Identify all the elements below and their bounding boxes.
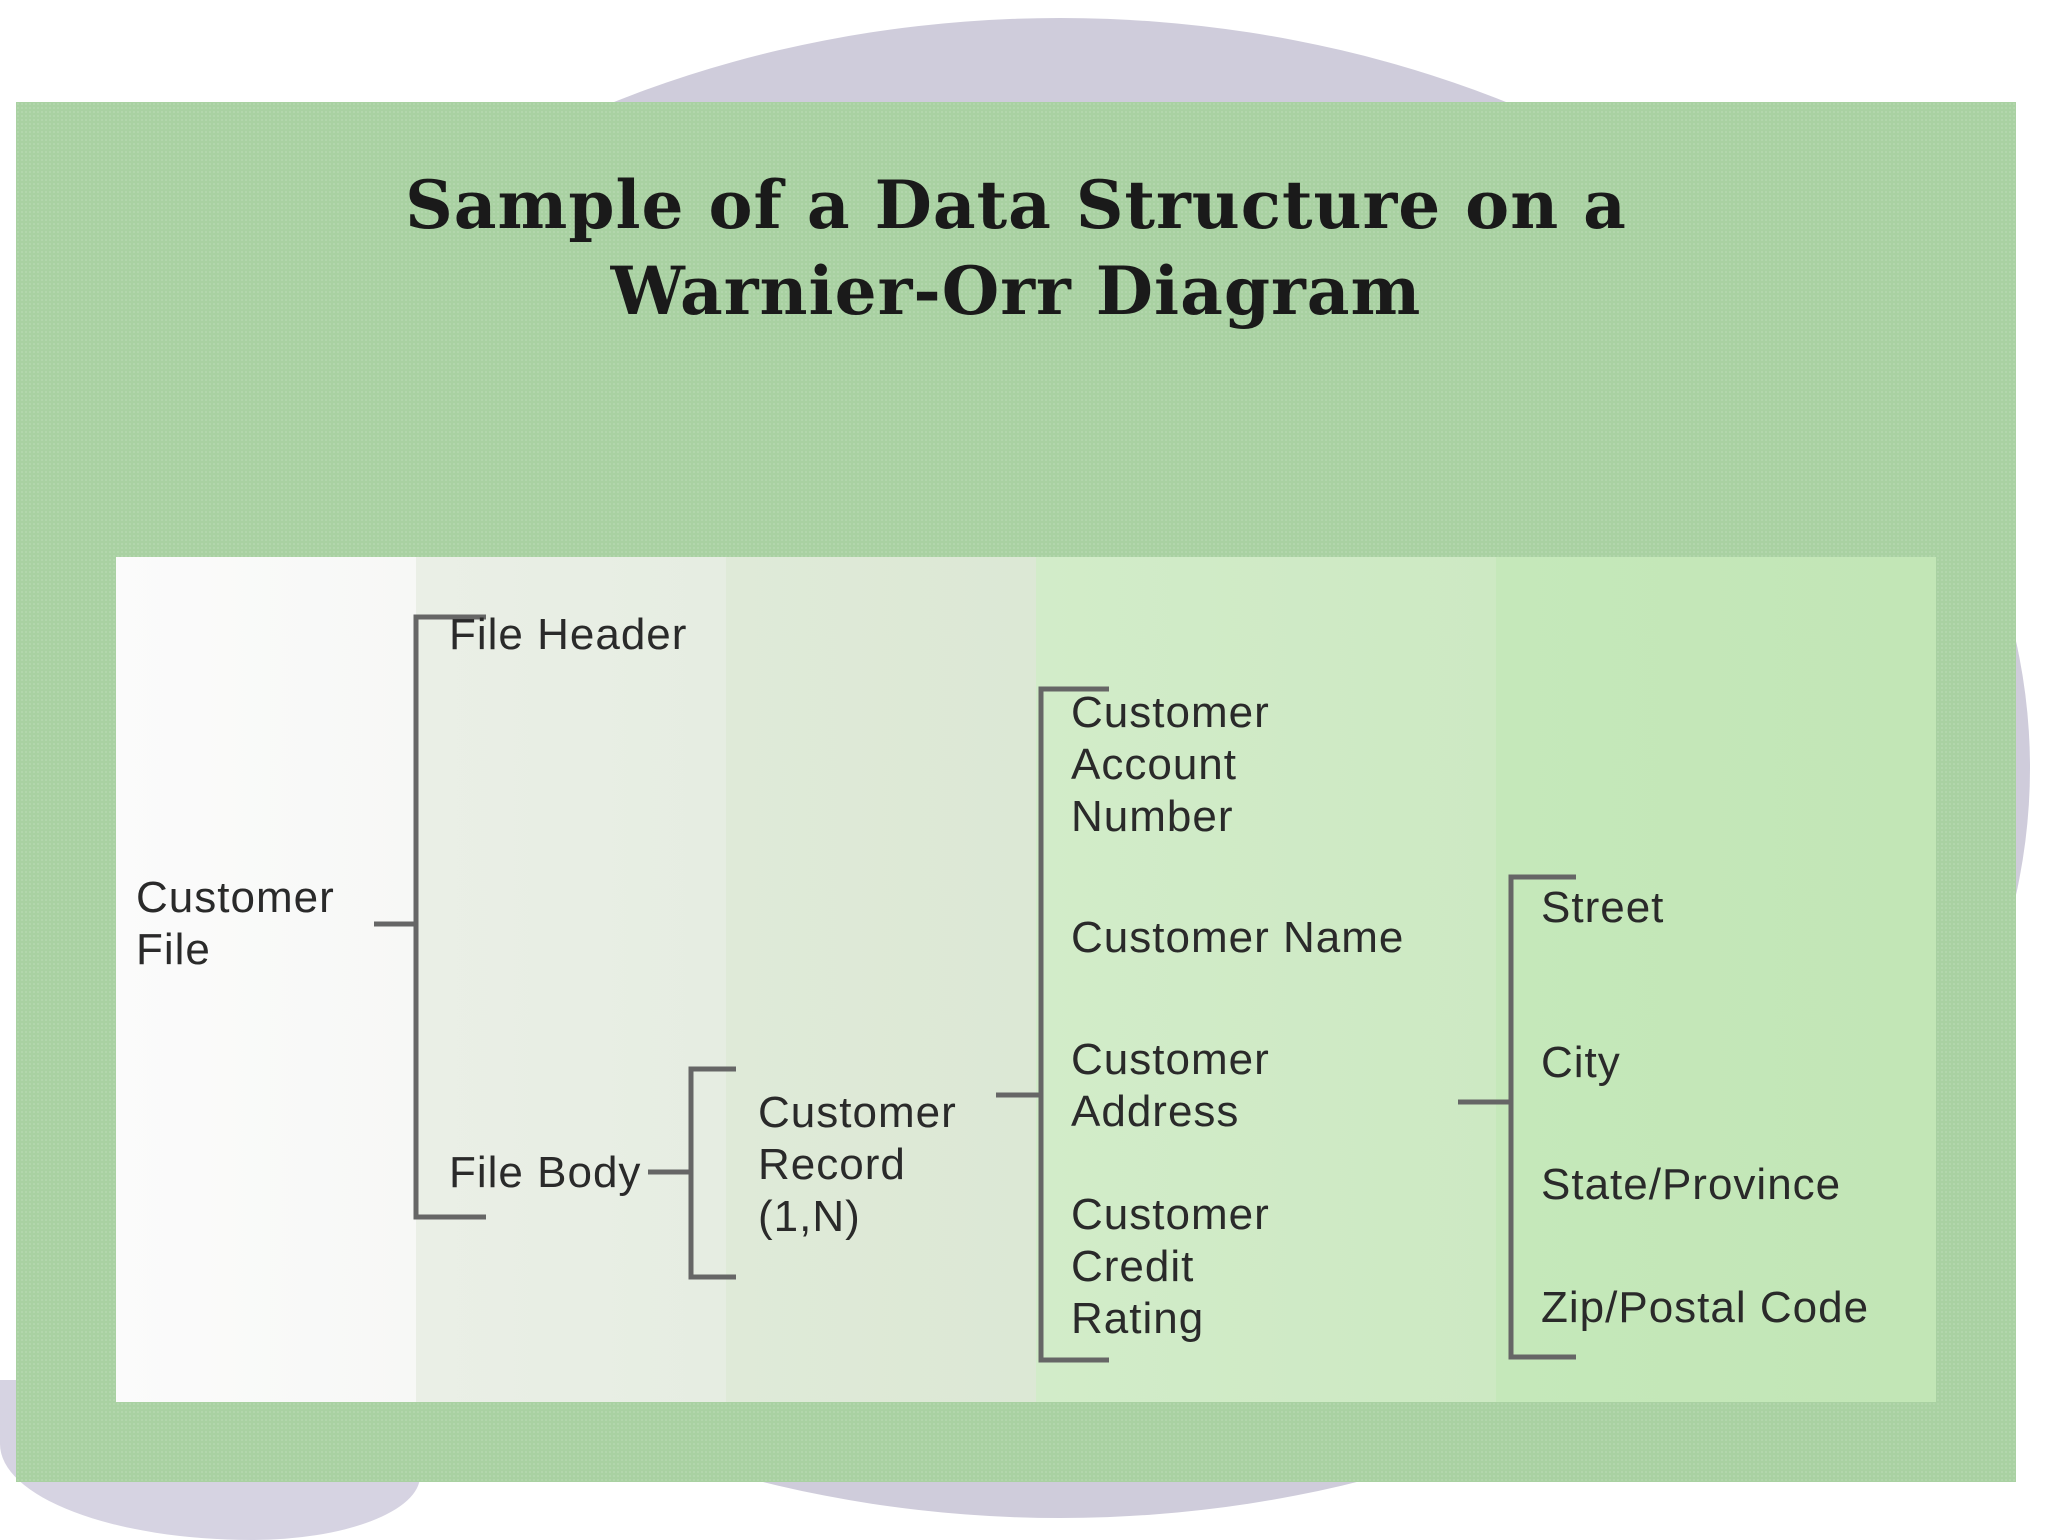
node-customer-address: Customer Address: [1071, 1035, 1270, 1136]
diagram-panel: Customer File File Header File Body Cust…: [116, 557, 1936, 1402]
node-file-body: File Body: [449, 1148, 642, 1197]
node-customer-record: Customer Record (1,N): [758, 1088, 957, 1241]
node-zip-postal-code: Zip/Postal Code: [1541, 1283, 1870, 1332]
node-customer-file: Customer File: [136, 873, 335, 974]
node-customer-credit-rating: Customer Credit Rating: [1071, 1190, 1270, 1343]
slide-title: Sample of a Data Structure on a Warnier-…: [16, 162, 2016, 334]
node-customer-name: Customer Name: [1071, 913, 1405, 962]
slide-card: Sample of a Data Structure on a Warnier-…: [16, 102, 2016, 1482]
title-line-2: Warnier-Orr Diagram: [610, 252, 1422, 330]
title-line-1: Sample of a Data Structure on a: [405, 166, 1627, 244]
bracket-lines: [374, 614, 1576, 1363]
node-file-header: File Header: [449, 610, 688, 659]
bracket-customer-record: [1038, 686, 1109, 1363]
node-city: City: [1541, 1038, 1621, 1087]
node-customer-account-number: Customer Account Number: [1071, 688, 1270, 841]
bracket-file-body: [688, 1066, 736, 1280]
bracket-customer-address: [1508, 874, 1576, 1360]
node-street: Street: [1541, 883, 1665, 932]
bracket-customer-file: [413, 614, 486, 1220]
node-state-province: State/Province: [1541, 1160, 1842, 1209]
